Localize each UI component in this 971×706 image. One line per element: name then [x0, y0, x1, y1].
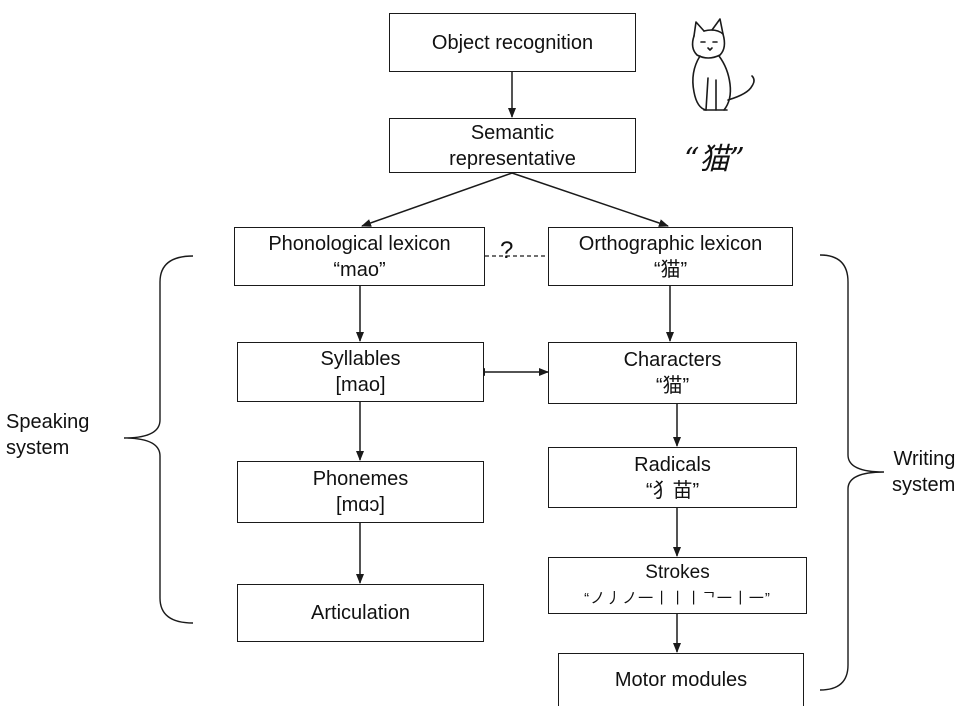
semantic-label-line2: representative: [449, 147, 576, 170]
phonological-lexicon-example: “mao”: [333, 258, 386, 281]
syllables-title: Syllables: [320, 348, 401, 370]
cat-character-label: “猫”: [684, 142, 745, 177]
phonemes-box: Phonemes [mɑɔ]: [237, 461, 484, 523]
writing-system-label: Writing system: [892, 446, 955, 498]
orthographic-lexicon-title: Orthographic lexicon: [578, 232, 763, 255]
arrow-semantic-to-orthographic: [511, 172, 669, 227]
motor-modules-box: Motor modules: [558, 653, 804, 706]
orthographic-lexicon-box: Orthographic lexicon “猫”: [548, 227, 793, 286]
characters-title: Characters: [623, 349, 722, 371]
speaking-system-line1: Speaking: [6, 411, 90, 433]
characters-example: “猫”: [655, 375, 690, 397]
phonemes-title: Phonemes: [312, 468, 409, 490]
characters-box: Characters “猫”: [548, 342, 797, 404]
question-mark: ?: [500, 237, 514, 264]
radicals-box: Radicals “犭苗”: [548, 447, 797, 508]
writing-system-brace: [819, 254, 885, 691]
phonemes-example: [mɑɔ]: [336, 494, 385, 516]
cat-illustration: [691, 18, 755, 111]
strokes-example: “ノ丿ノ一丨丨丨ᄀ一丨一”: [584, 589, 771, 607]
strokes-box: Strokes “ノ丿ノ一丨丨丨ᄀ一丨一”: [548, 557, 807, 614]
writing-system-line2: system: [892, 474, 956, 496]
phonological-lexicon-title: Phonological lexicon: [268, 232, 451, 255]
radicals-example: “犭苗”: [645, 479, 700, 502]
orthographic-lexicon-example: “猫”: [653, 258, 688, 281]
articulation-box: Articulation: [237, 584, 484, 642]
articulation-label: Articulation: [311, 602, 410, 624]
speaking-system-brace: [123, 255, 194, 624]
motor-modules-label: Motor modules: [614, 669, 748, 691]
object-recognition-box: Object recognition: [389, 13, 636, 72]
syllables-box: Syllables [mao]: [237, 342, 484, 402]
object-recognition-label: Object recognition: [431, 31, 594, 54]
arrow-semantic-to-phonological: [361, 172, 513, 227]
phonological-lexicon-box: Phonological lexicon “mao”: [234, 227, 485, 286]
strokes-title: Strokes: [645, 561, 710, 583]
syllables-example: [mao]: [335, 374, 386, 396]
semantic-representative-box: Semantic representative: [389, 118, 636, 173]
radicals-title: Radicals: [634, 453, 711, 476]
writing-system-line1: Writing: [893, 448, 956, 470]
semantic-label-line1: Semantic: [470, 121, 555, 144]
speaking-system-line2: system: [6, 437, 70, 459]
speaking-system-label: Speaking system: [6, 409, 89, 461]
